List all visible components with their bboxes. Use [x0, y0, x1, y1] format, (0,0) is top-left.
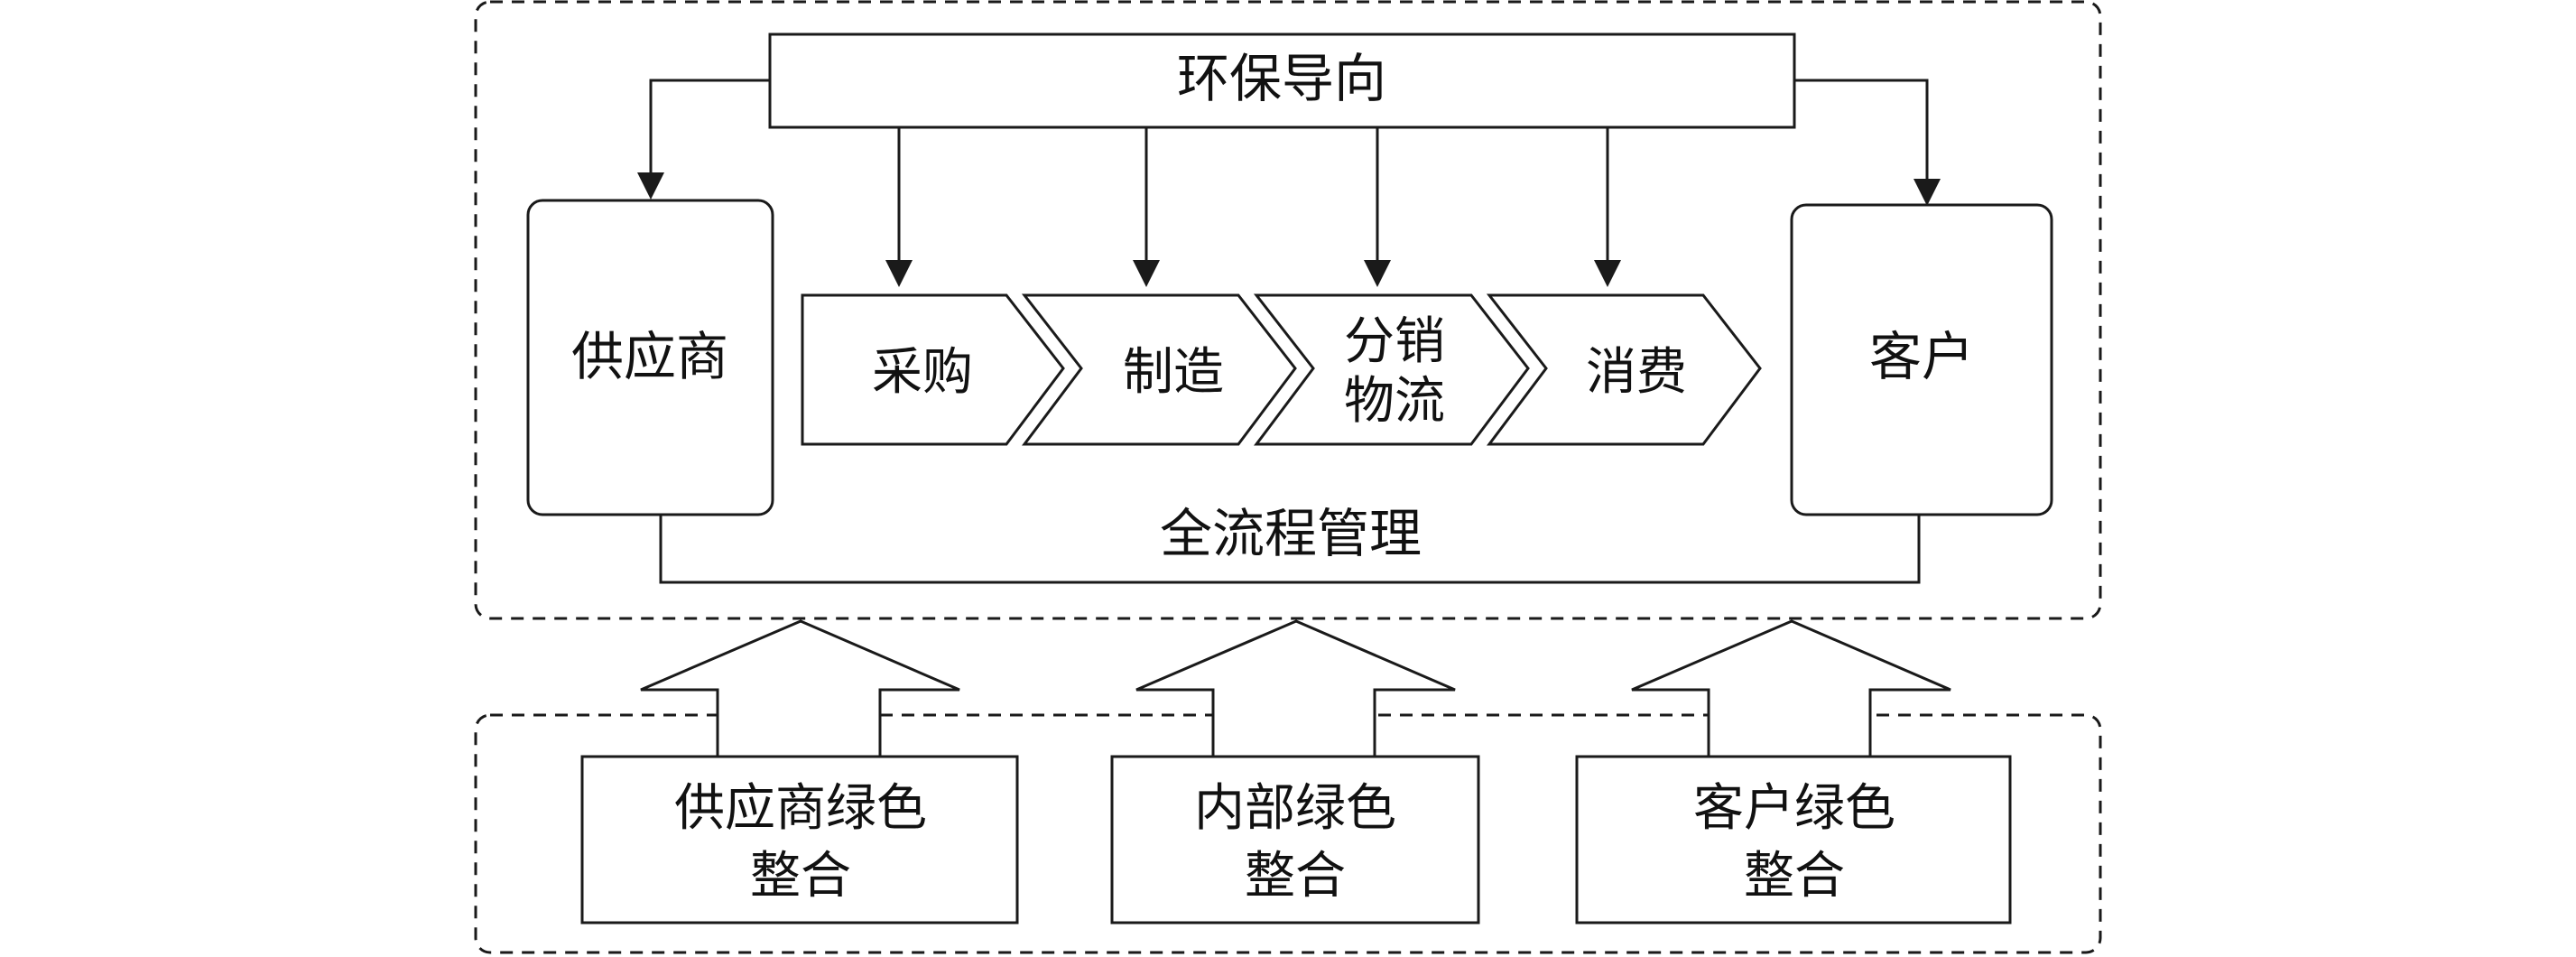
- process-chevrons: 采购 制造 分销 物流 消费: [801, 293, 1762, 446]
- integration-group-1: 供应商绿色 整合: [580, 755, 1019, 924]
- integration-group-3-label-line-2: 整合: [1744, 847, 1845, 906]
- upper-dashed-container: [474, 0, 2102, 620]
- process-management-label: 全流程管理: [1160, 503, 1422, 564]
- process-management-bracket: [659, 515, 1921, 584]
- top-banner: 环保导向: [768, 33, 1796, 129]
- integration-group-1-label-line-1: 供应商绿色: [674, 779, 927, 838]
- upward-arrow-1: [640, 619, 960, 758]
- lower-dashed-container: [474, 713, 2102, 954]
- left-node-box: [526, 199, 774, 516]
- step-4-label: 消费: [1586, 343, 1687, 402]
- integration-group-3-box: [1575, 755, 2012, 924]
- integration-group-1-box: [580, 755, 1019, 924]
- step-1-label: 采购: [872, 343, 973, 402]
- chevron-step-2: [1021, 293, 1297, 446]
- integration-group-2-label-line-2: 整合: [1245, 847, 1346, 906]
- left-node: 供应商: [526, 199, 774, 516]
- arrow-banner-to-right-node: [1794, 79, 1941, 206]
- chevron-step-1: [801, 293, 1065, 446]
- integration-group-1-label-line-2: 整合: [750, 847, 851, 906]
- upward-arrow-3: [1631, 619, 1951, 758]
- integration-group-3-label-line-1: 客户绿色: [1693, 779, 1895, 838]
- chevron-step-4: [1486, 293, 1762, 446]
- step-3-label-line-1: 分销: [1344, 312, 1445, 371]
- step-3-label-line-2: 物流: [1344, 372, 1445, 431]
- integration-group-2: 内部绿色 整合: [1110, 755, 1480, 924]
- right-node: 客户: [1790, 203, 2053, 516]
- arrow-banner-to-left-node: [637, 79, 770, 200]
- integration-group-2-box: [1110, 755, 1480, 924]
- right-node-label: 客户: [1869, 326, 1974, 387]
- left-node-label: 供应商: [571, 326, 728, 387]
- right-node-box: [1790, 203, 2053, 516]
- integration-group-3: 客户绿色 整合: [1575, 755, 2012, 924]
- top-banner-label: 环保导向: [1177, 48, 1386, 109]
- top-banner-box: [768, 33, 1796, 129]
- chevron-step-3: [1253, 293, 1530, 446]
- step-2-label: 制造: [1123, 343, 1224, 402]
- integration-group-2-label-line-1: 内部绿色: [1194, 779, 1396, 838]
- upward-arrow-2: [1135, 619, 1456, 758]
